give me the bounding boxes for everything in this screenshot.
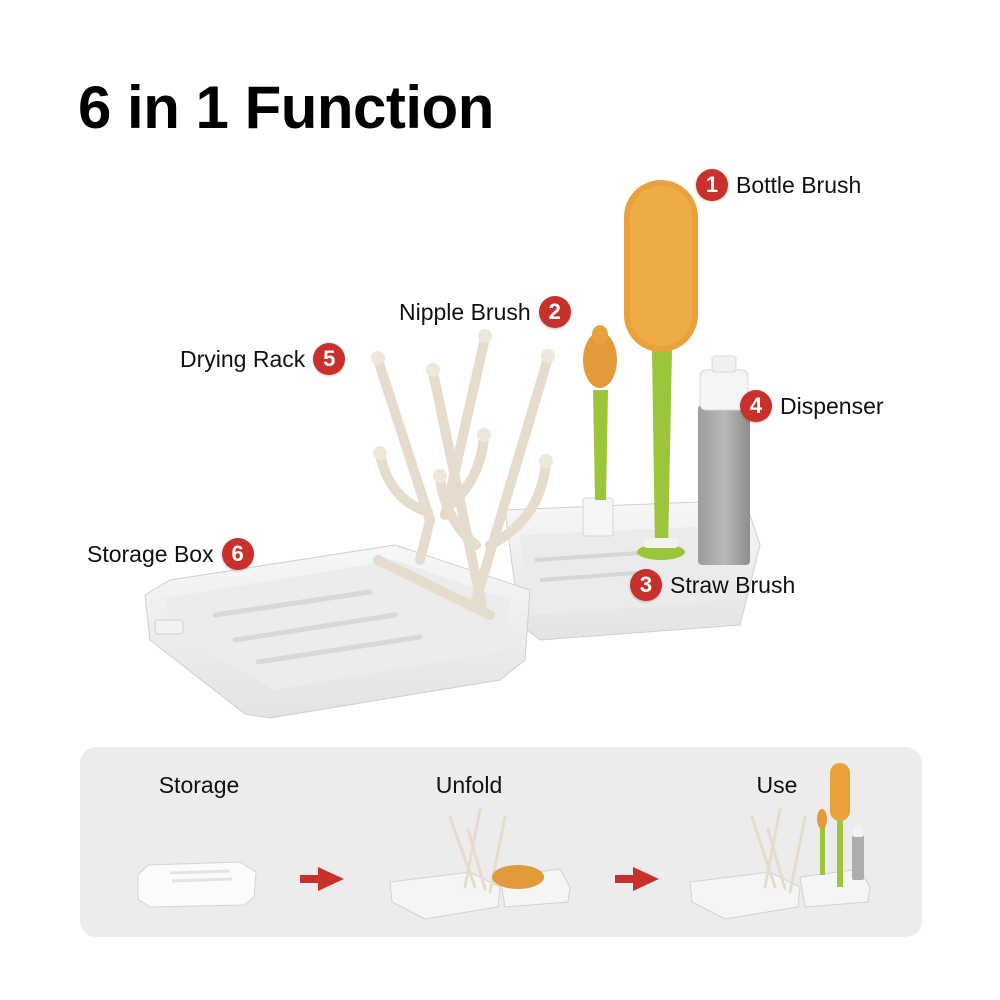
number-badge: 2 xyxy=(538,296,571,328)
feature-label: Drying Rack xyxy=(180,345,306,372)
page-title: 6 in 1 Function xyxy=(78,74,494,141)
feature-label: Nipple Brush xyxy=(399,298,531,325)
step-use-label: Use xyxy=(756,772,798,798)
bottle-brush xyxy=(624,180,698,560)
steps-illustrations xyxy=(137,763,871,920)
step-unfold-label: Unfold xyxy=(435,772,503,798)
feature-straw-brush: 3 Straw Brush xyxy=(630,569,795,601)
drying-rack xyxy=(373,333,553,620)
arrow-right-icon xyxy=(300,867,344,891)
usage-steps-panel: Storage Unfold Use xyxy=(80,747,922,937)
number-badge: 6 xyxy=(221,538,254,570)
feature-storage-box: Storage Box 6 xyxy=(87,538,254,570)
dispenser xyxy=(698,355,750,565)
number-badge: 4 xyxy=(740,390,772,422)
number-badge: 5 xyxy=(313,343,346,375)
feature-dispenser: 4 Dispenser xyxy=(740,390,884,422)
feature-label: Straw Brush xyxy=(670,571,796,598)
product-illustration xyxy=(144,180,761,719)
number-badge: 1 xyxy=(696,169,728,201)
step-storage-label: Storage xyxy=(158,772,240,798)
feature-label: Dispenser xyxy=(780,392,884,419)
use-illustration xyxy=(689,763,871,920)
feature-drying-rack: Drying Rack 5 xyxy=(180,343,346,375)
feature-nipple-brush: Nipple Brush 2 xyxy=(399,296,571,328)
arrow-right-icon xyxy=(615,867,659,891)
storage-closed-box xyxy=(137,861,257,908)
feature-bottle-brush: 1 Bottle Brush xyxy=(696,169,861,201)
feature-label: Bottle Brush xyxy=(736,171,862,198)
unfold-illustration xyxy=(389,807,571,920)
nipple-brush xyxy=(582,325,617,537)
feature-label: Storage Box xyxy=(87,540,214,567)
right-tray xyxy=(504,499,761,641)
number-badge: 3 xyxy=(630,569,662,601)
